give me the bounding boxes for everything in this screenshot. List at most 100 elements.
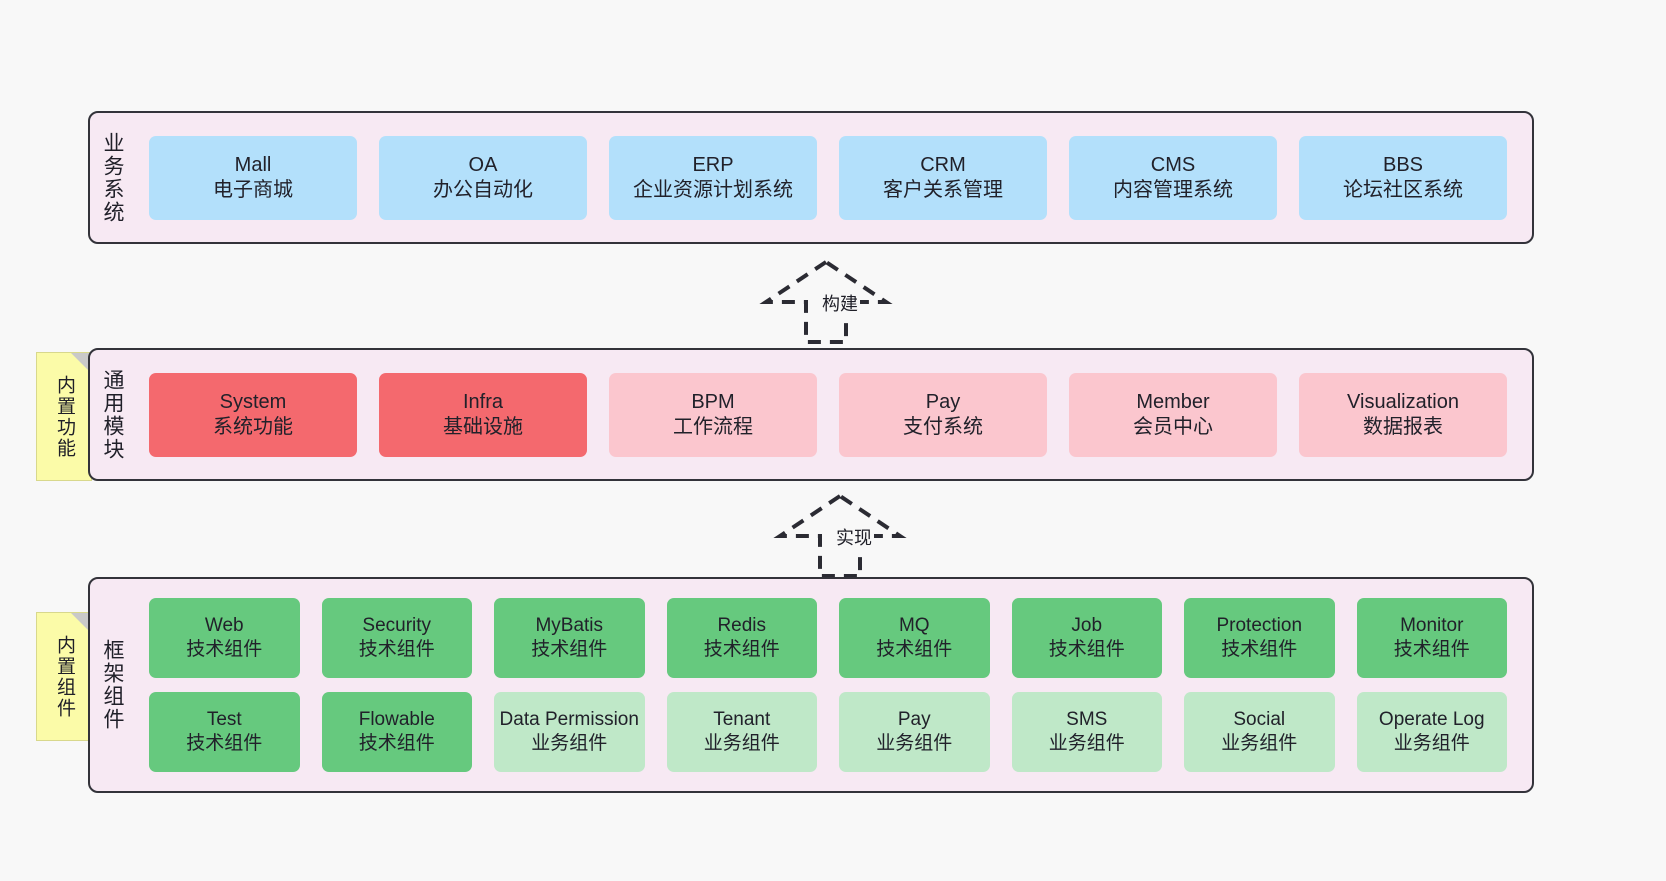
- node-title: Redis: [717, 615, 767, 637]
- layer-common-module-label: 通用模块: [101, 368, 125, 461]
- node-title: Pay: [897, 709, 931, 731]
- node-subtitle: 办公自动化: [433, 178, 533, 201]
- node-subtitle: 业务组件: [703, 733, 780, 754]
- node-subtitle: 业务组件: [1048, 733, 1125, 754]
- node-title: Web: [204, 615, 244, 637]
- node-title: Infra: [462, 390, 504, 413]
- node-title: Data Permission: [499, 709, 639, 731]
- node-title: BBS: [1382, 153, 1424, 176]
- node-subtitle: 系统功能: [213, 415, 293, 438]
- node-subtitle: 技术组件: [186, 733, 263, 754]
- node-subtitle: 技术组件: [1221, 639, 1298, 660]
- node-title: Protection: [1216, 615, 1303, 637]
- node-title: System: [219, 390, 287, 413]
- node-subtitle: 客户关系管理: [883, 178, 1003, 201]
- node-subtitle: 基础设施: [443, 415, 523, 438]
- connector-implement: 实现: [772, 492, 908, 578]
- node-subtitle: 技术组件: [1048, 639, 1125, 660]
- connector-build-label: 构建: [820, 290, 860, 316]
- node-subtitle: 内容管理系统: [1113, 178, 1233, 201]
- sticky-note-builtin-components-label: 内置组件: [53, 634, 75, 719]
- node-subtitle: 电子商城: [213, 178, 293, 201]
- node-title: Pay: [925, 390, 961, 413]
- node-title: MyBatis: [535, 615, 604, 637]
- connector-build: 构建: [758, 258, 894, 344]
- node-subtitle: 业务组件: [531, 733, 608, 754]
- node-title: CRM: [920, 153, 966, 176]
- sticky-note-builtin-features: 内置功能: [36, 352, 92, 481]
- node-title: Job: [1071, 615, 1103, 637]
- node-title: Flowable: [358, 709, 435, 731]
- node-subtitle: 业务组件: [1221, 733, 1298, 754]
- node-title: MQ: [898, 615, 930, 637]
- node-subtitle: 数据报表: [1363, 415, 1443, 438]
- node-title: Mall: [234, 153, 272, 176]
- node-title: SMS: [1066, 709, 1108, 731]
- sticky-note-builtin-features-label: 内置功能: [53, 374, 75, 459]
- node-subtitle: 技术组件: [703, 639, 780, 660]
- node-subtitle: 企业资源计划系统: [633, 178, 793, 201]
- layer-business-system-label: 业务系统: [101, 131, 125, 224]
- node-subtitle: 支付系统: [903, 415, 983, 438]
- node-title: Test: [206, 709, 242, 731]
- node-subtitle: 技术组件: [1393, 639, 1470, 660]
- node-title: Member: [1136, 390, 1210, 413]
- node-subtitle: 技术组件: [358, 639, 435, 660]
- node-title: Tenant: [713, 709, 771, 731]
- sticky-note-builtin-components: 内置组件: [36, 612, 92, 741]
- node-subtitle: 技术组件: [186, 639, 263, 660]
- node-title: CMS: [1150, 153, 1196, 176]
- node-subtitle: 技术组件: [531, 639, 608, 660]
- node-subtitle: 业务组件: [876, 733, 953, 754]
- node-subtitle: 会员中心: [1133, 415, 1213, 438]
- node-subtitle: 技术组件: [358, 733, 435, 754]
- node-subtitle: 业务组件: [1393, 733, 1470, 754]
- node-title: Security: [362, 615, 432, 637]
- node-subtitle: 论坛社区系统: [1343, 178, 1463, 201]
- connector-implement-label: 实现: [834, 524, 874, 550]
- node-title: Operate Log: [1378, 709, 1485, 731]
- node-title: BPM: [691, 390, 735, 413]
- node-title: Visualization: [1347, 390, 1459, 413]
- node-subtitle: 技术组件: [876, 639, 953, 660]
- node-title: ERP: [692, 153, 734, 176]
- node-title: OA: [468, 153, 498, 176]
- node-title: Social: [1233, 709, 1286, 731]
